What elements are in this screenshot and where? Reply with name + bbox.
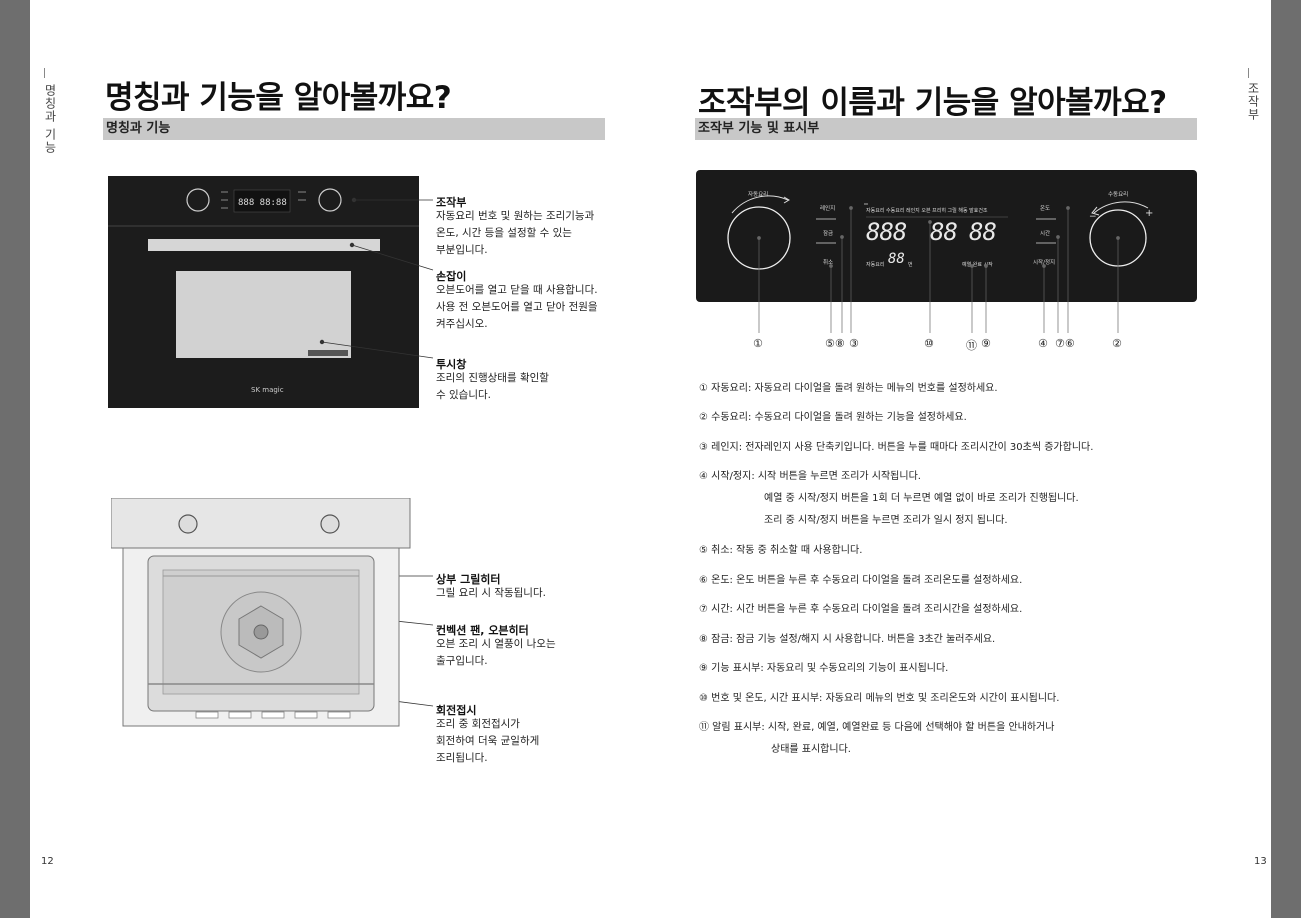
btn-temp[interactable]: 온도	[1040, 206, 1051, 212]
marker-4: ④	[1038, 337, 1048, 350]
callout-title-grill-heater: 상부 그릴히터	[436, 573, 501, 586]
display-auto-digits: 88	[888, 251, 905, 267]
desc-2: ② 수동요리: 수동요리 다이얼을 돌려 원하는 기능을 설정하세요.	[699, 412, 967, 423]
marker-3: ③	[849, 337, 859, 350]
callout-title-handle: 손잡이	[436, 270, 467, 283]
oven-brand-logo: SK magic	[251, 386, 284, 394]
btn-start-stop[interactable]: 시작/정지	[1033, 260, 1056, 266]
svg-text:888 88:88: 888 88:88	[238, 198, 287, 208]
left-page: 명칭과 기능 명칭과 기능을 알아볼까요? 명칭과 기능 888 88:88 S…	[30, 0, 650, 918]
display-area: 자동요리 수동요리 레인지 오븐 프리히 그릴 해동 발효건조 888 88 8…	[864, 202, 1010, 270]
callout-desc-grill-heater: 그릴 요리 시 작동됩니다.	[436, 587, 546, 599]
desc-5: ⑤ 취소: 작동 중 취소할 때 사용합니다.	[699, 545, 863, 556]
desc-11: ⑪ 알림 표시부: 시작, 완료, 예열, 예열완료 등 다음에 선택해야 할 …	[699, 722, 1055, 733]
desc-3: ③ 레인지: 전자레인지 사용 단축키입니다. 버튼을 누를 때마다 조리시간이…	[699, 442, 1094, 453]
side-tab-line	[44, 68, 45, 78]
display-digits-hours: 88	[930, 218, 958, 246]
desc-6: ⑥ 온도: 온도 버튼을 누른 후 수동요리 다이얼을 돌려 조리온도를 설정하…	[699, 575, 1023, 586]
desc-10: ⑩ 번호 및 온도, 시간 표시부: 자동요리 메뉴의 번호 및 조리온도와 시…	[699, 693, 1060, 704]
page-number-left: 12	[41, 856, 54, 867]
callout-desc-handle: 오븐도어를 열고 닫을 때 사용합니다. 사용 전 오븐도어를 열고 닫아 전원…	[436, 284, 598, 330]
marker-1: ①	[753, 337, 763, 350]
marker-9: ⑨	[981, 337, 991, 350]
display-digits-minutes: 88	[969, 218, 997, 246]
desc-4-line3: 조리 중 시작/정지 버튼을 누르면 조리가 일시 정지 됩니다.	[764, 515, 1008, 526]
desc-4-line2: 예열 중 시작/정지 버튼을 1회 더 누르면 예열 없이 바로 조리가 진행됩…	[764, 493, 1079, 504]
dial-right-minus: −	[1089, 212, 1097, 222]
control-panel: 자동요리 수동요리 − + 레인지 잠금 취소 온도 시간 시작/정지 자동요리…	[696, 170, 1197, 302]
marker-11: ⑪	[966, 339, 977, 352]
callout-desc-control: 자동요리 번호 및 원하는 조리기능과 온도, 시간 등을 설정할 수 있는 부…	[436, 210, 595, 256]
side-tab-label: 명칭과 기능	[43, 84, 57, 154]
display-status: 예열 완료 시작	[962, 262, 993, 268]
callout-lines-front	[259, 197, 434, 707]
right-page: 조작부의 이름과 기능을 알아볼까요? 조작부 기능 및 표시부 조작부 자동요…	[650, 0, 1271, 918]
dial-left-label: 자동요리	[748, 192, 769, 198]
desc-1: ① 자동요리: 자동요리 다이얼을 돌려 원하는 메뉴의 번호를 설정하세요.	[699, 383, 998, 394]
callout-desc-turntable: 조리 중 회전접시가 회전하여 더욱 균일하게 조리됩니다.	[436, 718, 540, 764]
page-number-right: 13	[1254, 856, 1267, 867]
callout-desc-window: 조리의 진행상태를 확인할 수 있습니다.	[436, 372, 549, 401]
btn-lock[interactable]: 잠금	[823, 231, 834, 237]
callout-desc-convection-fan: 오븐 조리 시 열풍이 나오는 출구입니다.	[436, 638, 556, 667]
callout-title-convection-fan: 컨벡션 팬, 오븐히터	[436, 624, 529, 637]
side-tab-line	[1248, 68, 1249, 78]
display-digits-number: 888	[866, 218, 907, 246]
btn-time[interactable]: 시간	[1040, 231, 1051, 237]
marker-10: ⑩	[924, 337, 934, 350]
marker-7-6: ⑦⑥	[1055, 337, 1075, 350]
desc-7: ⑦ 시간: 시간 버튼을 누른 후 수동요리 다이얼을 돌려 조리시간을 설정하…	[699, 604, 1023, 615]
section-subheading: 조작부 기능 및 표시부	[695, 118, 1197, 140]
desc-8: ⑧ 잠금: 잠금 기능 설정/해지 시 사용합니다. 버튼을 3초간 눌러주세요…	[699, 634, 996, 645]
oven-front-illustration: 888 88:88	[108, 176, 419, 408]
display-function-labels: 자동요리 수동요리 레인지 오븐 프리히 그릴 해동 발효건조	[866, 208, 988, 214]
page-title: 명칭과 기능을 알아볼까요?	[105, 80, 452, 116]
side-tab-label: 조작부	[1246, 82, 1260, 121]
btn-range[interactable]: 레인지	[820, 206, 836, 212]
page-title: 조작부의 이름과 기능을 알아볼까요?	[698, 85, 1167, 121]
marker-2: ②	[1112, 337, 1122, 350]
desc-4: ④ 시작/정지: 시작 버튼을 누르면 조리가 시작됩니다.	[699, 471, 921, 482]
btn-cancel[interactable]: 취소	[823, 260, 834, 266]
callout-title-turntable: 회전접시	[436, 704, 477, 717]
callout-title-control: 조작부	[436, 196, 467, 209]
display-auto-label: 자동요리	[866, 262, 885, 268]
dial-right-plus: +	[1145, 208, 1154, 219]
callout-title-window: 투시창	[436, 358, 467, 371]
desc-11-line2: 상태를 표시합니다.	[771, 744, 851, 755]
desc-9: ⑨ 기능 표시부: 자동요리 및 수동요리의 기능이 표시됩니다.	[699, 663, 949, 674]
display-auto-unit: 번	[908, 262, 913, 268]
oven-interior-illustration	[111, 498, 411, 727]
panel-leader-lines	[757, 206, 1120, 333]
dial-right-label: 수동요리	[1108, 192, 1129, 198]
section-subheading: 명칭과 기능	[103, 118, 605, 140]
marker-5-8: ⑤⑧	[825, 337, 845, 350]
